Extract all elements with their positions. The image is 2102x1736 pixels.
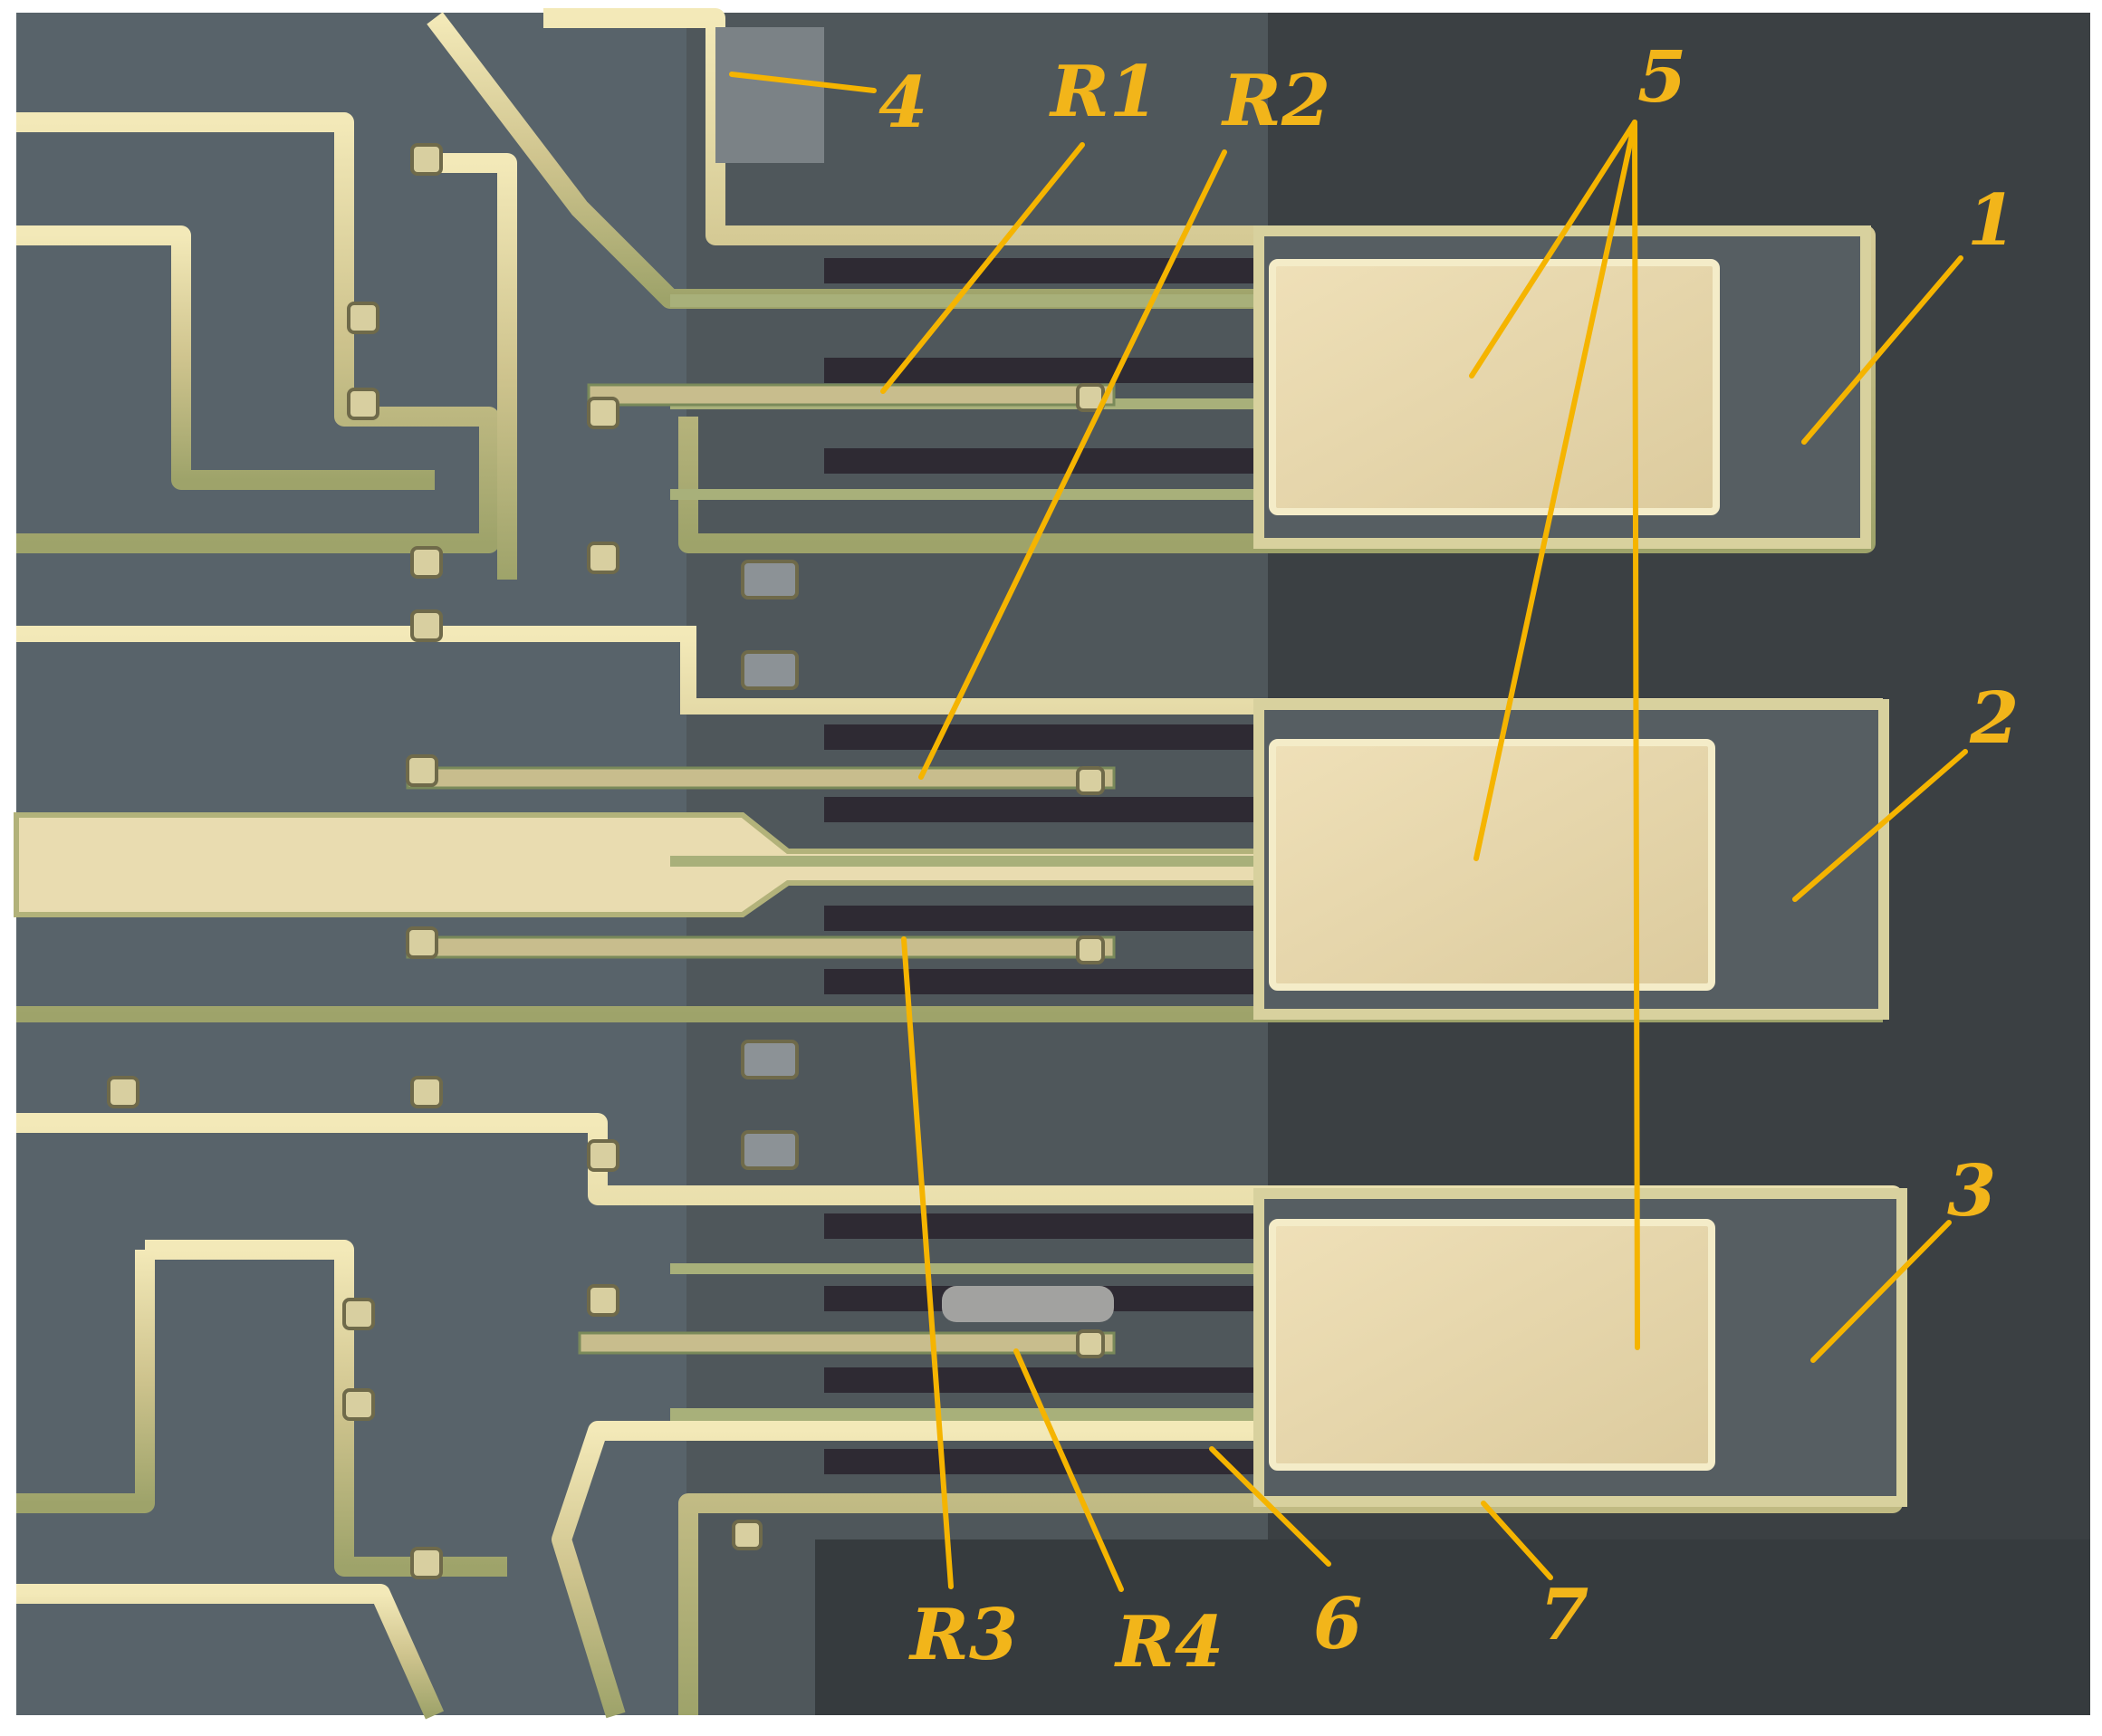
callout-labels: 4 R1 R2 5 1 2 3 R3 R4 6 7	[878, 36, 2019, 1683]
leader-lines	[729, 72, 1968, 1592]
label-6: 6	[1313, 1583, 1362, 1665]
leader-5a	[1469, 120, 1637, 379]
leader-r4	[1013, 1348, 1124, 1592]
leader-6	[1209, 1446, 1331, 1567]
leader-5b	[1473, 120, 1637, 861]
leader-2	[1792, 749, 1968, 902]
label-r1: R1	[1049, 51, 1158, 133]
comb-channels	[824, 258, 1259, 1474]
label-r2: R2	[1221, 60, 1330, 142]
corner-pad-4	[715, 27, 824, 163]
resistor-r2	[406, 766, 1116, 790]
leader-5c	[1632, 120, 1640, 1350]
contact-pads	[1269, 259, 1720, 1471]
label-2: 2	[1969, 677, 2019, 760]
resistor-r3	[406, 935, 1116, 959]
leader-4	[729, 72, 877, 93]
resistor-r1	[587, 383, 1116, 407]
label-5: 5	[1637, 36, 1686, 119]
label-1: 1	[1967, 179, 2016, 262]
label-7: 7	[1540, 1574, 1588, 1656]
label-3: 3	[1947, 1150, 1996, 1232]
leader-1	[1801, 255, 1963, 445]
leader-3	[1810, 1220, 1952, 1363]
leader-7	[1481, 1501, 1553, 1580]
leader-r1	[880, 142, 1085, 394]
substrate-dark-bottom	[815, 1539, 2090, 1715]
label-4: 4	[878, 62, 927, 144]
leader-r3	[901, 936, 954, 1589]
vias	[107, 143, 1105, 1579]
resistor-r4-bump	[942, 1286, 1114, 1322]
resistor-r4	[578, 1331, 1116, 1355]
label-r3: R3	[908, 1594, 1018, 1676]
label-r4: R4	[1114, 1601, 1224, 1683]
leader-r2	[918, 149, 1227, 780]
